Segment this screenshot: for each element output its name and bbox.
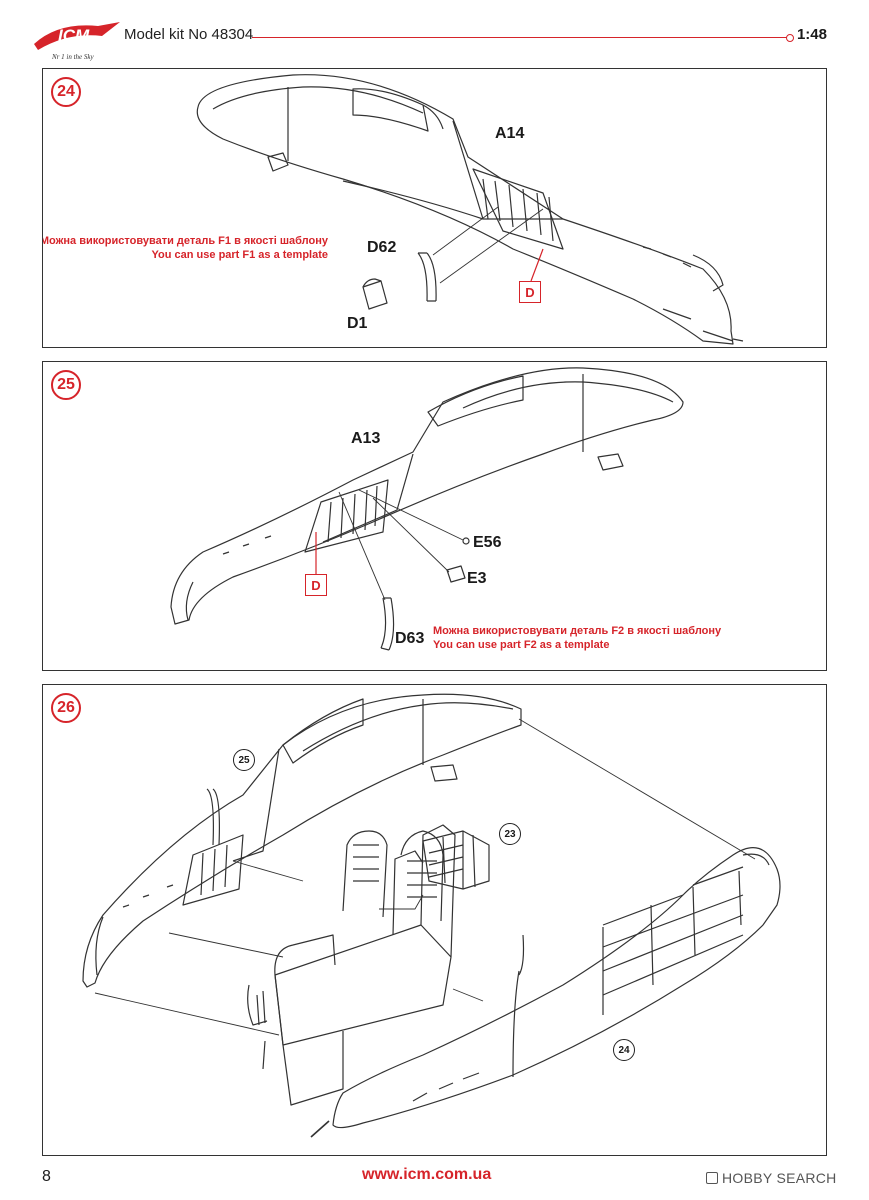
step-number: 26 bbox=[51, 693, 81, 723]
step-24-panel: 24 A14 D62 D1 Можна використовувати дета… bbox=[42, 68, 827, 348]
part-label: D62 bbox=[367, 239, 397, 256]
watermark-text: HOBBY SEARCH bbox=[722, 1170, 837, 1186]
website-link[interactable]: www.icm.com.ua bbox=[362, 1166, 492, 1183]
template-note: Можна використовувати деталь F2 в якості… bbox=[433, 624, 721, 652]
page-header: ICM Nr 1 in the Sky Model kit No 48304 1… bbox=[0, 0, 869, 66]
detail-tag: D bbox=[519, 281, 541, 303]
part-label: E3 bbox=[467, 570, 487, 587]
step-reference-24: 24 bbox=[613, 1039, 635, 1061]
watermark-icon bbox=[706, 1172, 718, 1184]
page-number: 8 bbox=[42, 1168, 51, 1185]
model-kit-number: Model kit No 48304 bbox=[124, 26, 254, 43]
step-number: 24 bbox=[51, 77, 81, 107]
logo-tagline: Nr 1 in the Sky bbox=[51, 53, 94, 61]
part-label: E56 bbox=[473, 534, 502, 551]
step-26-illustration bbox=[82, 693, 781, 1138]
step-24-illustration bbox=[196, 74, 744, 345]
watermark: HOBBY SEARCH bbox=[706, 1170, 837, 1186]
step-25-panel: 25 A13 E56 E3 D63 Можна використовувати … bbox=[42, 361, 827, 671]
step-number: 25 bbox=[51, 370, 81, 400]
logo-brand: ICM bbox=[58, 26, 90, 45]
step-reference-25: 25 bbox=[233, 749, 255, 771]
part-label: D1 bbox=[347, 315, 368, 332]
part-label: A13 bbox=[351, 430, 381, 447]
template-note: Можна використовувати деталь F1 в якості… bbox=[42, 234, 328, 262]
template-note-uk: Можна використовувати деталь F1 в якості… bbox=[42, 235, 328, 247]
template-note-en: You can use part F1 as a template bbox=[151, 249, 328, 261]
part-label: D63 bbox=[395, 630, 425, 647]
scale-label: 1:48 bbox=[796, 26, 827, 43]
part-label: A14 bbox=[495, 125, 525, 142]
template-note-en: You can use part F2 as a template bbox=[433, 639, 610, 651]
detail-tag: D bbox=[305, 574, 327, 596]
template-note-uk: Можна використовувати деталь F2 в якості… bbox=[433, 625, 722, 637]
header-divider bbox=[252, 34, 794, 42]
step-26-panel: 26 bbox=[42, 684, 827, 1156]
step-25-illustration bbox=[170, 367, 684, 651]
icm-logo: ICM Nr 1 in the Sky bbox=[34, 22, 120, 61]
step-reference-23: 23 bbox=[499, 823, 521, 845]
